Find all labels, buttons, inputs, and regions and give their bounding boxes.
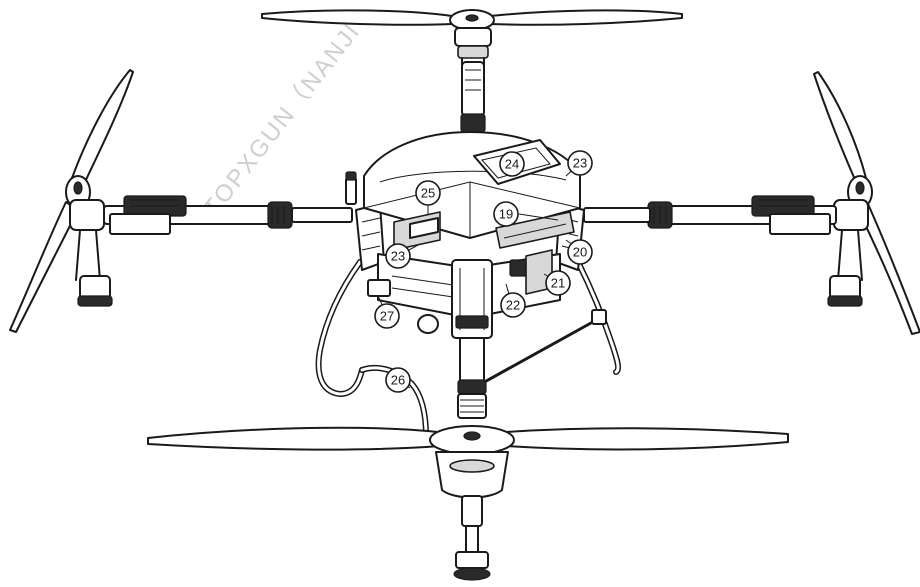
rear-propeller [147,425,789,455]
left-propeller [9,69,134,333]
callout-27-label: 27 [380,309,394,324]
right-motor [827,199,869,307]
callout-20-label: 20 [573,245,587,260]
callout-24: 24 [499,151,525,177]
callout-25: 25 [415,180,441,206]
front-motor [454,27,492,73]
right-arm [583,195,837,235]
callout-25-label: 25 [421,186,435,201]
callout-23-right-label: 23 [573,156,587,171]
callout-20: 20 [567,239,593,265]
callout-24-label: 24 [505,157,519,172]
front-propeller [261,9,683,31]
left-arm [103,195,353,235]
callout-23-left: 23 [385,243,411,269]
callout-27: 27 [374,303,400,329]
callout-22-label: 22 [506,298,520,313]
left-motor [69,199,113,307]
callout-26-label: 26 [391,373,405,388]
callout-23-right: 23 [567,150,593,176]
callout-19-label: 19 [499,207,513,222]
landing-gear [315,259,622,439]
watermark-text: TOPXGUN（NANJI [198,18,366,222]
callout-21-label: 21 [551,276,565,291]
rear-motor [435,451,509,581]
callout-23-left-label: 23 [391,249,405,264]
callout-26: 26 [385,367,411,393]
callout-19: 19 [493,201,519,227]
rear-arm [457,329,487,419]
front-arm [460,61,486,133]
callout-22: 22 [500,292,526,318]
central-body [345,131,585,339]
callout-21: 21 [545,270,571,296]
